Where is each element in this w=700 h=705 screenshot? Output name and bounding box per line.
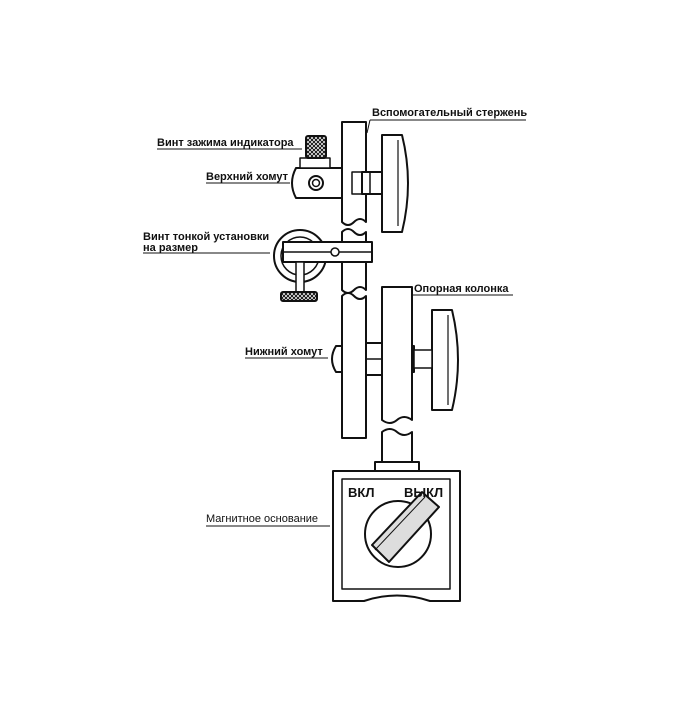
support-column — [341, 286, 420, 472]
switch-knob[interactable] — [364, 491, 440, 568]
label-fine-screw-line2: на размер — [143, 242, 198, 254]
upper-clamp — [291, 134, 409, 233]
label-magnetic-base: Магнитное основание — [206, 513, 318, 525]
label-lower-clamp: Нижний хомут — [245, 346, 323, 358]
auxiliary-rod — [341, 121, 367, 294]
fine-adjust-assembly — [273, 229, 373, 293]
label-fine-screw-line1: Винт тонкой установки — [143, 231, 269, 243]
label-upper-clamp: Верхний хомут — [206, 171, 289, 183]
fine-adjust-screw — [280, 291, 318, 302]
label-aux-rod: Вспомогательный стержень — [372, 107, 527, 119]
label-clamp-screw: Винт зажима индикатора — [157, 137, 294, 149]
switch-on-label: ВКЛ — [348, 485, 374, 500]
clamp-screw — [305, 135, 327, 159]
label-support-column: Опорная колонка — [414, 283, 509, 295]
leader-lines — [143, 119, 526, 527]
switch-off-label: ВЫКЛ — [404, 485, 443, 500]
